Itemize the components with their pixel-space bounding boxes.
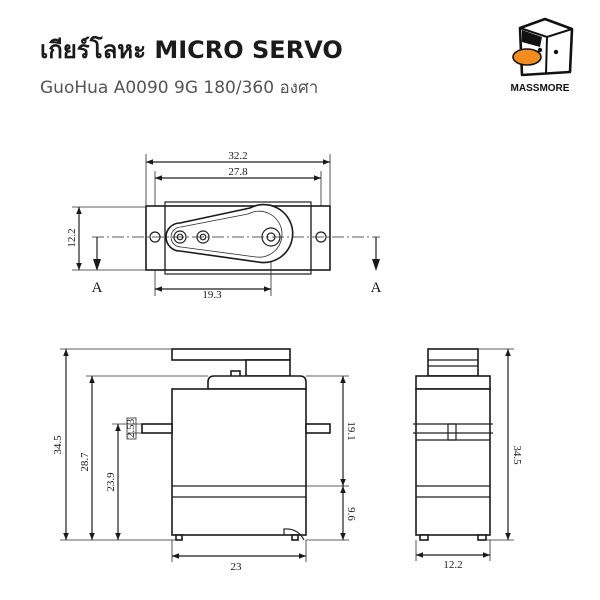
side-gear-housing [415,375,491,390]
horn-hub-profile [245,359,291,377]
brand-logo: MASSMORE [511,17,574,94]
dim-label-lower: 9.6 [345,507,357,521]
dim-label-hole-spacing: 27.8 [228,166,248,178]
logo-eye-left [537,47,543,53]
dim-label-body-length: 23 [231,561,243,573]
dim-label-height-a: 28.7 [79,452,91,472]
dim-label-total-height: 34.5 [52,435,64,455]
side-case [415,388,491,536]
horn-profile [171,348,291,361]
logo-box-edge [519,27,573,75]
section-arrowhead-right [372,259,380,271]
dim-label-upper: 19.1 [345,421,357,440]
section-label-right: A [371,280,382,296]
page-title: เกียร์โลหะ MICRO SERVO [40,36,343,64]
dim-label-tab-thickness: 2.53 [125,418,137,438]
section-label-left: A [92,280,103,296]
foot-left [175,534,183,541]
side-foot-left [419,534,429,541]
servo-horn-inner-edge [170,210,283,258]
logo-text: MASSMORE [511,83,570,94]
side-view: 34.5 12.2 [413,348,523,571]
wire-exit [283,528,305,541]
logo-box-patch [522,30,542,47]
page-subtitle: GuoHua A0090 9G 180/360 องศา [40,78,319,98]
dim-label-overall-width: 32.2 [228,150,247,162]
mount-tab-right [305,423,331,434]
servo-body-top [164,201,312,275]
foot-right [291,534,299,541]
section-arrowhead-left [93,259,101,271]
side-tab-mark [447,423,457,441]
top-view: 32.2 27.8 A A 12.2 [66,150,382,301]
servo-horn-arm [165,203,294,264]
front-view: 34.5 28.7 23.9 2.53 19.1 9.6 23 [52,348,357,573]
servo-case [171,388,307,536]
dim-label-side-width: 12.2 [443,559,462,571]
gear-housing [207,375,307,390]
dim-label-side-height: 34.5 [511,445,523,465]
mount-tab-left [141,423,173,434]
dim-label-height-b: 23.9 [105,472,117,492]
side-foot-right [477,534,487,541]
dim-label-width: 12.2 [66,228,78,247]
logo-beak-icon [512,48,542,66]
dim-label-shaft-offset: 19.3 [202,289,222,301]
dim-box-tab-thickness [126,417,137,440]
logo-eye-right [553,49,559,55]
side-horn-block [427,348,479,377]
